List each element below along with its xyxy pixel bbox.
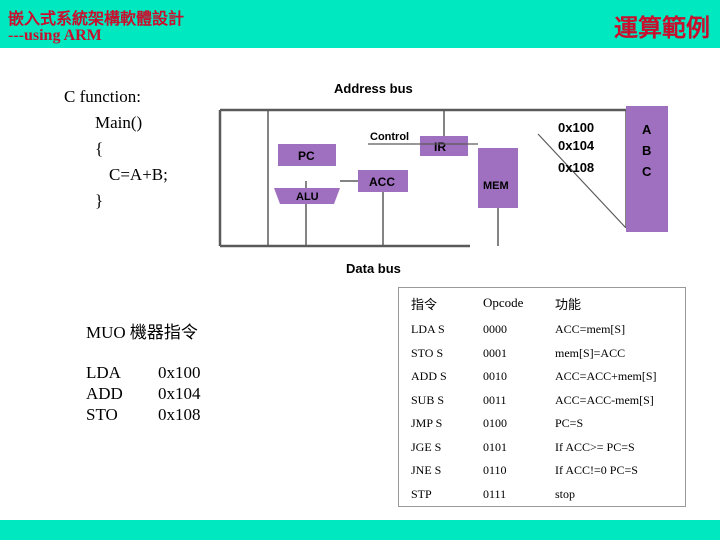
table-cell: 0111	[483, 486, 507, 501]
table-cell: PC=S	[555, 416, 584, 431]
program-op: ADD	[86, 384, 123, 403]
program-op: LDA	[86, 363, 121, 382]
table-cell: 0110	[483, 463, 507, 478]
pc-label: PC	[298, 149, 315, 163]
mem-cell-a: A	[642, 122, 652, 137]
table-cell: 0010	[483, 369, 507, 384]
slide-subtitle: ---using ARM	[8, 27, 102, 44]
table-cell: 0101	[483, 439, 507, 454]
address-bus-label: Address bus	[334, 81, 413, 96]
program-op: STO	[86, 405, 118, 424]
program-line: STO 0x108	[86, 404, 201, 425]
table-cell: mem[S]=ACC	[555, 345, 626, 360]
program-addr: 0x104	[158, 384, 201, 403]
column-header: Opcode	[483, 295, 524, 310]
table-cell: 0000	[483, 322, 507, 337]
table-row: LDA S 0000 ACC=mem[S]	[399, 318, 686, 342]
mem-cell-b: B	[642, 143, 651, 158]
data-bus-label: Data bus	[346, 261, 401, 276]
table-cell: ACC=ACC-mem[S]	[555, 392, 654, 407]
footer-bar	[0, 520, 720, 540]
instruction-set-table: 指令 Opcode 功能 LDA S 0000 ACC=mem[S] STO S 00…	[398, 287, 686, 507]
alu-block	[274, 188, 340, 204]
table-cell: SUB S	[411, 392, 445, 407]
table-row: ADD S 0010 ACC=ACC+mem[S]	[399, 365, 686, 389]
address-0x100: 0x100	[558, 120, 594, 135]
mem-cell-c: C	[642, 164, 652, 179]
code-line: }	[95, 191, 104, 210]
code-line: C=A+B;	[109, 165, 168, 184]
address-0x108: 0x108	[558, 160, 594, 175]
table-cell: If ACC!=0 PC=S	[555, 463, 638, 478]
machine-program: LDA 0x100 ADD 0x104 STO 0x108	[86, 362, 201, 425]
code-line: C function:	[64, 87, 141, 106]
table-cell: If ACC>= PC=S	[555, 439, 635, 454]
slide-title: 嵌入式系統架構軟體設計	[8, 9, 185, 28]
acc-label: ACC	[369, 175, 395, 189]
table-row: STO S 0001 mem[S]=ACC	[399, 342, 686, 366]
table-cell: JGE S	[411, 439, 442, 454]
program-addr: 0x108	[158, 405, 201, 424]
table-cell: JNE S	[411, 463, 442, 478]
ir-block	[420, 136, 468, 156]
table-cell: 0011	[483, 392, 507, 407]
control-label: Control	[370, 131, 409, 143]
machine-code-title: MUO 機器指令	[86, 323, 198, 342]
table-cell: JMP S	[411, 416, 443, 431]
code-line: {	[95, 139, 104, 158]
table-cell: 0001	[483, 345, 507, 360]
alu-label: ALU	[296, 191, 319, 203]
program-addr: 0x100	[158, 363, 201, 382]
table-cell: ACC=mem[S]	[555, 322, 626, 337]
c-function-code: C function: Main() { C=A+B; }	[64, 84, 168, 214]
table-row: STP 0111 stop	[399, 483, 686, 507]
pc-block	[278, 144, 336, 166]
mem-label: MEM	[483, 180, 509, 192]
table-cell: STO S	[411, 345, 444, 360]
table-row: SUB S 0011 ACC=ACC-mem[S]	[399, 389, 686, 413]
code-line: Main()	[95, 113, 143, 132]
table-cell: ADD S	[411, 369, 447, 384]
column-header: 指令	[411, 296, 438, 312]
acc-block	[358, 170, 408, 192]
program-line: LDA 0x100	[86, 362, 201, 383]
column-header: 功能	[555, 296, 582, 312]
table-row: JNE S 0110 If ACC!=0 PC=S	[399, 459, 686, 483]
table-row: JGE S 0101 If ACC>= PC=S	[399, 436, 686, 460]
table-row: JMP S 0100 PC=S	[399, 412, 686, 436]
table-cell: stop	[555, 486, 576, 501]
program-line: ADD 0x104	[86, 383, 201, 404]
cpu-memory-diagram: PC IR ACC ALU MEM A B C 0x100 0x104 0x10…	[218, 81, 668, 276]
ir-label: IR	[434, 140, 446, 154]
header-bar: 嵌入式系統架構軟體設計 ---using ARM 運算範例	[0, 0, 720, 48]
memory-array	[626, 106, 668, 232]
table-cell: 0100	[483, 416, 507, 431]
mem-block	[478, 148, 518, 208]
mem-address-arrow	[537, 133, 627, 229]
address-0x104: 0x104	[558, 138, 595, 153]
table-header-row: 指令 Opcode 功能	[399, 288, 686, 319]
table-cell: ACC=ACC+mem[S]	[555, 369, 657, 384]
table-cell: LDA S	[411, 322, 445, 337]
section-title: 運算範例	[614, 14, 710, 42]
table-cell: STP	[411, 486, 432, 501]
